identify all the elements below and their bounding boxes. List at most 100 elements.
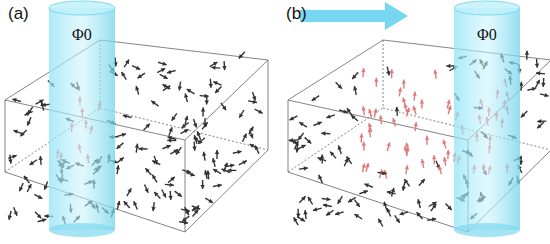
spin-arrow xyxy=(248,100,257,104)
spin-head xyxy=(374,78,378,82)
spin-shaft xyxy=(255,146,259,154)
spin-shaft xyxy=(136,86,139,95)
box-edge xyxy=(100,108,268,150)
spin-arrow xyxy=(139,147,148,151)
flux-label: Φ0 xyxy=(72,26,92,44)
spin-shaft xyxy=(182,170,191,173)
spin-head xyxy=(215,150,219,154)
spin-arrow xyxy=(330,152,336,159)
spin-shaft xyxy=(335,212,344,215)
spin-arrow xyxy=(162,190,166,198)
spin-arrow xyxy=(392,118,396,127)
spin-shaft xyxy=(312,96,319,101)
spin-arrow xyxy=(27,117,31,125)
spin-arrow xyxy=(13,130,21,134)
spin-head xyxy=(44,214,48,218)
spin-arrow xyxy=(299,166,308,170)
spin-arrow xyxy=(205,198,213,203)
spin-shaft xyxy=(152,175,157,183)
spin-arrow xyxy=(38,218,47,222)
spin-head xyxy=(442,140,446,144)
spin-head xyxy=(42,218,46,222)
flux-tube-bottom xyxy=(454,223,520,237)
spin-head xyxy=(338,84,342,88)
spin-head xyxy=(386,142,390,146)
spin-shaft xyxy=(298,133,304,140)
spin-arrow xyxy=(391,188,395,197)
spin-head xyxy=(167,70,171,74)
spin-arrow xyxy=(420,100,424,109)
spin-arrow xyxy=(289,140,298,144)
spin-head xyxy=(313,207,317,211)
spin-arrow xyxy=(368,128,372,137)
spin-head xyxy=(8,159,12,163)
spin-arrow xyxy=(8,155,16,159)
spin-arrow xyxy=(296,209,300,218)
spin-shaft xyxy=(194,137,201,143)
spin-arrow xyxy=(215,150,219,159)
spin-head xyxy=(406,108,410,112)
box-edge xyxy=(185,150,268,232)
spin-arrow xyxy=(344,158,348,166)
spin-arrow xyxy=(326,114,334,118)
spin-arrow xyxy=(405,165,409,174)
panel-label: (a) xyxy=(8,4,29,24)
spin-head xyxy=(211,65,215,69)
spin-head xyxy=(169,127,173,132)
box-edge xyxy=(185,60,268,140)
spin-head xyxy=(200,185,204,189)
box-edge xyxy=(268,60,269,150)
spin-shaft xyxy=(359,191,368,194)
spin-arrow xyxy=(361,68,365,77)
spin-shaft xyxy=(13,130,21,133)
spin-shaft xyxy=(210,62,218,67)
spin-arrow xyxy=(432,155,436,164)
spin-head xyxy=(344,158,348,163)
spin-shaft xyxy=(27,184,31,192)
spin-head xyxy=(400,211,404,215)
spin-head xyxy=(122,72,126,77)
spin-shaft xyxy=(338,145,341,154)
spin-arrow xyxy=(185,207,189,215)
spin-head xyxy=(19,187,23,192)
spin-shaft xyxy=(124,201,130,208)
spin-arrow xyxy=(303,210,307,219)
spin-arrow xyxy=(8,155,12,164)
spin-shaft xyxy=(443,140,446,149)
spin-head xyxy=(443,157,447,161)
spin-shaft xyxy=(175,191,182,197)
spin-shaft xyxy=(347,108,352,115)
spin-arrow xyxy=(221,103,226,110)
spin-arrow xyxy=(351,115,358,121)
spin-shaft xyxy=(193,119,196,128)
spin-shaft xyxy=(138,73,145,78)
spin-head xyxy=(151,207,155,211)
spin-arrow xyxy=(35,212,41,219)
spin-shaft xyxy=(521,111,527,117)
spin-arrow xyxy=(305,137,312,143)
spin-arrow xyxy=(386,67,390,76)
spin-arrow xyxy=(34,194,42,198)
spin-arrow xyxy=(132,66,140,70)
spin-head xyxy=(222,106,226,111)
spin-shaft xyxy=(25,111,33,115)
spin-shaft xyxy=(369,109,372,118)
spin-head xyxy=(414,122,418,126)
spin-arrow xyxy=(398,87,402,96)
spin-head xyxy=(307,139,311,143)
spin-arrow xyxy=(182,169,191,173)
spin-arrow xyxy=(151,101,158,106)
spin-head xyxy=(355,214,360,218)
spin-head xyxy=(387,191,391,195)
spin-head xyxy=(139,147,143,151)
spin-shaft xyxy=(355,214,363,219)
spin-shaft xyxy=(182,216,189,221)
spin-head xyxy=(535,63,539,67)
spin-shaft xyxy=(122,72,127,80)
spin-head xyxy=(303,210,307,214)
flux-tube xyxy=(49,1,115,237)
spin-shaft xyxy=(289,140,298,143)
spin-arrow xyxy=(25,111,33,115)
spin-head xyxy=(13,130,18,134)
spin-head xyxy=(123,114,127,118)
